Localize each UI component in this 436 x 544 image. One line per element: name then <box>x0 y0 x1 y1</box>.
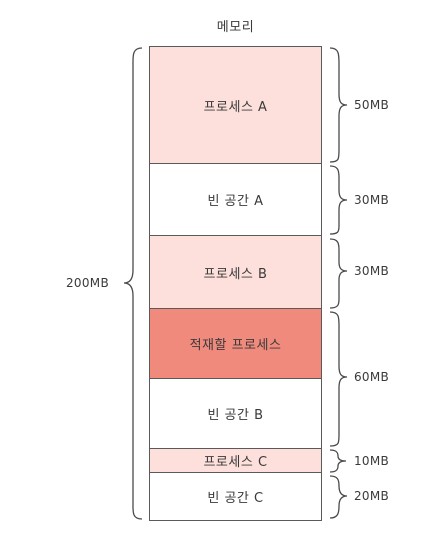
block-label: 프로세스 B <box>203 266 268 282</box>
memory-block-process-to-load: 적재할 프로세스 <box>149 309 322 379</box>
size-brace <box>329 449 347 473</box>
total-brace <box>123 47 143 520</box>
size-label-free-c: 20MB <box>354 489 390 503</box>
size-brace <box>329 475 348 519</box>
size-brace <box>329 238 348 309</box>
block-label: 적재할 프로세스 <box>189 338 282 353</box>
block-label: 프로세스 A <box>203 99 268 115</box>
block-label: 빈 공간 C <box>207 491 264 506</box>
block-label: 프로세스 C <box>203 455 268 470</box>
block-label: 빈 공간 B <box>207 408 264 423</box>
block-label: 빈 공간 A <box>207 194 264 209</box>
size-brace <box>329 311 348 447</box>
size-label-process-a: 50MB <box>354 98 390 112</box>
size-label-process-c: 10MB <box>354 454 390 468</box>
memory-block-free-c: 빈 공간 C <box>149 473 322 521</box>
memory-title: 메모리 <box>216 20 255 35</box>
memory-block-free-b: 빈 공간 B <box>149 379 322 449</box>
memory-block-process-a: 프로세스 A <box>149 46 322 164</box>
size-brace <box>329 47 348 163</box>
size-label-free-b: 60MB <box>354 370 390 384</box>
total-size-label: 200MB <box>66 276 109 290</box>
memory-block-free-a: 빈 공간 A <box>149 164 322 236</box>
size-brace <box>329 165 348 235</box>
memory-block-process-c: 프로세스 C <box>149 449 322 473</box>
size-label-process-b: 30MB <box>354 264 390 278</box>
memory-block-process-b: 프로세스 B <box>149 236 322 309</box>
size-label-free-a: 30MB <box>354 193 390 207</box>
